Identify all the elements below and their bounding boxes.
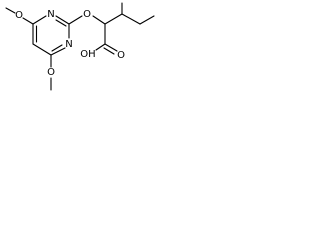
bond-carboxyl-o	[104, 43, 118, 52]
bond-methyl-top	[5, 7, 16, 14]
bond-carboxyl-o-double	[103, 47, 115, 55]
atom-o-methoxy-bottom: O	[47, 67, 55, 78]
atom-n-upper: N	[47, 9, 54, 20]
atom-acid-o: O	[117, 50, 125, 61]
bond-ch2-ch3	[139, 15, 155, 25]
atom-o-methoxy-top: O	[15, 10, 23, 21]
bond-n3-c2-double	[55, 19, 67, 27]
bond-beta-ch2	[121, 13, 141, 25]
atom-o-ether: O	[83, 9, 91, 20]
bond-alpha-beta	[104, 13, 123, 25]
bond-o-c4	[22, 17, 34, 25]
bonds	[5, 2, 155, 91]
atom-labels: O N N O O OH O	[15, 9, 125, 78]
bond-n1-c6	[50, 47, 66, 56]
bond-n3-c2	[55, 15, 70, 25]
bond-c4-n3	[32, 15, 47, 25]
atom-n-lower: N	[65, 39, 72, 50]
bond-c2-o-ether	[68, 15, 83, 25]
chemical-structure: O N N O O OH O	[5, 2, 155, 91]
bond-n1-c6-double	[51, 44, 63, 52]
bond-carboxyl-oh	[95, 43, 106, 51]
bond-c5-c6	[32, 43, 52, 56]
atom-acid-oh: OH	[80, 49, 95, 60]
bond-o-alpha	[92, 15, 106, 25]
